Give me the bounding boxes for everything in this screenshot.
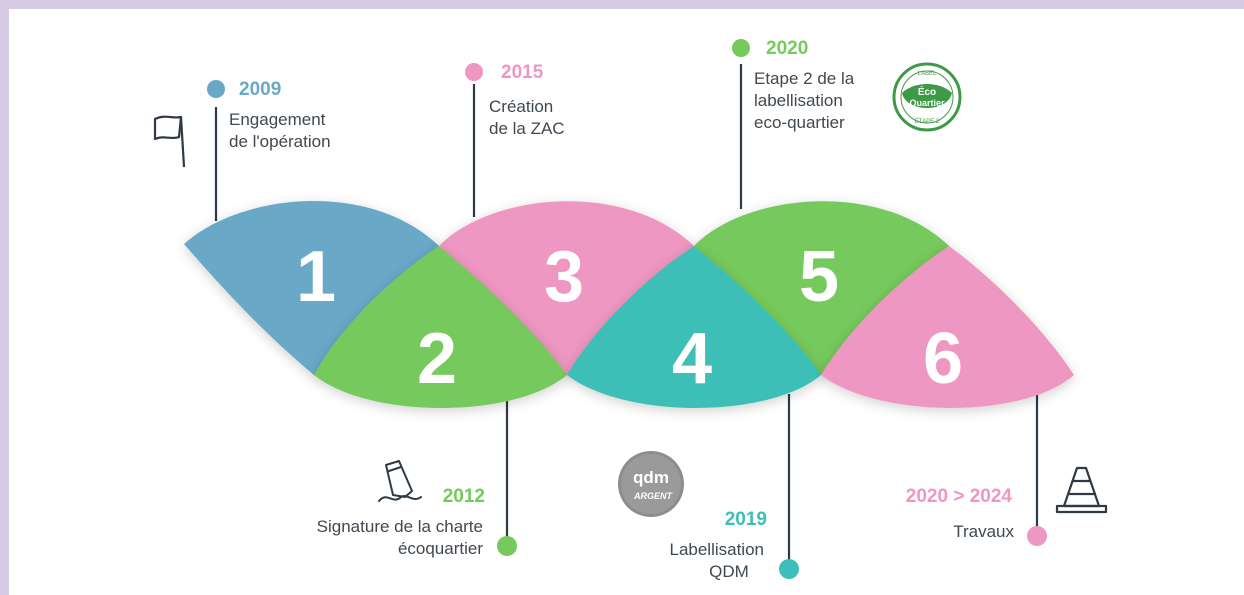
wave-lobe-2 xyxy=(314,246,567,408)
milestone-year: 2015 xyxy=(501,62,544,83)
traffic-cone-icon xyxy=(1055,466,1108,514)
milestone-label-line: écoquartier xyxy=(398,539,483,558)
connector-lines xyxy=(214,64,1039,569)
badge-leaf xyxy=(902,84,952,108)
milestone-label-line: Travaux xyxy=(953,522,1014,541)
milestone-2015: 2015 Création de la ZAC xyxy=(465,62,565,138)
milestone-label-line: de l'opération xyxy=(229,132,331,151)
wave-lobe-6 xyxy=(821,246,1074,408)
milestone-label-line: QDM xyxy=(709,562,749,581)
milestone-2020: 2020 Etape 2 de la labellisation eco-qua… xyxy=(732,38,962,132)
step-numbers: 1 2 3 4 5 6 xyxy=(296,237,963,399)
milestone-label-line: Labellisation xyxy=(669,540,764,559)
milestone-year: 2019 xyxy=(725,509,767,530)
milestone-2020-2024: 2020 > 2024 Travaux xyxy=(906,466,1108,546)
milestone-label-line: Signature de la charte xyxy=(317,517,483,536)
milestone-year: 2020 xyxy=(766,38,808,59)
milestone-2012: 2012 Signature de la charte écoquartier xyxy=(317,460,517,558)
milestone-dot xyxy=(497,536,517,556)
step-number-1: 1 xyxy=(296,237,336,317)
step-number-5: 5 xyxy=(799,237,839,317)
milestone-label-line: Etape 2 de la xyxy=(754,69,855,88)
milestone-2019: 2019 Labellisation QDM qdm ARGENT xyxy=(618,451,799,581)
qdm-argent-badge: qdm ARGENT xyxy=(618,451,684,517)
milestone-dot xyxy=(779,559,799,579)
pencil-signature-icon xyxy=(378,460,422,502)
step-number-4: 4 xyxy=(672,319,712,399)
step-number-6: 6 xyxy=(923,319,963,399)
milestone-year: 2009 xyxy=(239,79,281,100)
qdm-logo-text: qdm xyxy=(633,468,669,487)
flag-icon xyxy=(153,115,186,168)
milestone-label-line: Engagement xyxy=(229,110,326,129)
badge-bottom-text: ÉTAPE 2 xyxy=(915,118,940,125)
milestone-label-line: labellisation xyxy=(754,91,843,110)
badge-top-text: LABEL xyxy=(918,71,937,77)
qdm-sub-text: ARGENT xyxy=(633,491,674,501)
milestone-label-line: Création xyxy=(489,97,553,116)
milestone-dot xyxy=(465,63,483,81)
milestone-2009: 2009 Engagement de l'opération xyxy=(153,79,331,168)
milestone-dot xyxy=(732,39,750,57)
step-number-3: 3 xyxy=(544,237,584,317)
timeline-diagram: 1 2 3 4 5 6 2009 Engagement de l'opérati… xyxy=(153,38,1108,581)
wave-lobe-4 xyxy=(567,246,821,408)
milestone-label-line: eco-quartier xyxy=(754,113,845,132)
badge-line1: Éco xyxy=(918,85,936,98)
step-number-2: 2 xyxy=(417,319,457,399)
ecoquartier-label-badge: LABEL Éco Quartier ÉTAPE 2 xyxy=(892,62,962,132)
milestone-label-line: de la ZAC xyxy=(489,119,565,138)
milestone-year: 2020 > 2024 xyxy=(906,486,1013,507)
wave-shapes xyxy=(184,200,1074,408)
milestone-dot xyxy=(1027,526,1047,546)
milestone-year: 2012 xyxy=(443,486,485,507)
badge-line2: Quartier xyxy=(909,98,945,108)
milestone-dot xyxy=(207,80,225,98)
diagram-frame: 1 2 3 4 5 6 2009 Engagement de l'opérati… xyxy=(9,9,1244,595)
